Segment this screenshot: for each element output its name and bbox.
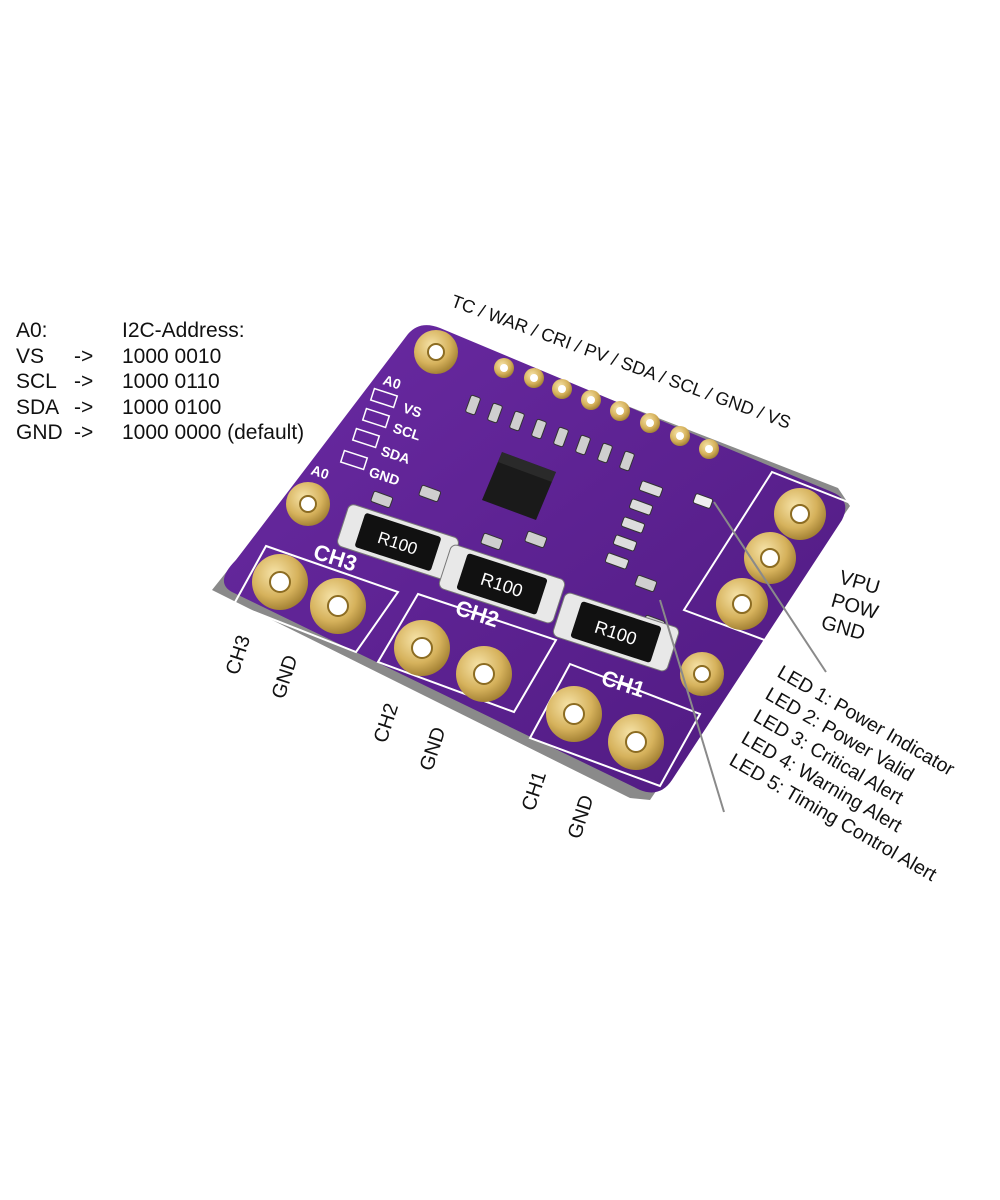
led-column — [605, 480, 714, 570]
header-pins — [494, 358, 719, 459]
power-led-component — [692, 493, 714, 509]
header-a0: A0: — [16, 319, 48, 342]
silk-ch2-box — [376, 592, 558, 714]
mount-hole — [693, 665, 711, 683]
smd-capacitor — [480, 532, 504, 550]
ch3-gnd-hole — [327, 595, 349, 617]
header-pin-hole — [646, 419, 654, 427]
header-i2c-address: I2C-Address: — [122, 319, 245, 342]
jumper-pad — [369, 387, 399, 409]
smd-resistor — [619, 450, 635, 472]
ch2-label: CH2 — [370, 701, 403, 746]
led-2-component — [629, 498, 653, 516]
address-pin: SDA — [16, 395, 60, 419]
address-pin: GND — [16, 421, 63, 444]
header-pin-hole — [530, 374, 538, 382]
ch3-gnd-label: GND — [268, 652, 303, 701]
address-arrow: -> — [74, 370, 94, 393]
silk-vs: VS — [401, 400, 424, 421]
silk-ch1-box — [528, 662, 702, 788]
shunt-resistor-ch3: R100 — [337, 504, 459, 580]
pad-group — [252, 330, 826, 770]
mount-hole — [299, 495, 317, 513]
address-value: 1000 0010 — [122, 344, 222, 368]
mount-hole — [427, 343, 445, 361]
header-pin-hole — [500, 364, 508, 372]
shunt-resistor-ch2: R100 — [438, 544, 566, 624]
jumper-pad — [351, 427, 381, 449]
silk-power-box — [682, 470, 860, 644]
ch1-gnd-hole — [625, 731, 647, 753]
address-arrow: -> — [74, 421, 94, 444]
jumper-pad — [339, 449, 369, 471]
address-value: 1000 0100 — [122, 395, 222, 419]
silk-ch3-box — [232, 544, 400, 654]
header-pin-hole — [676, 432, 684, 440]
pow-hole — [760, 548, 780, 568]
smd-resistor — [509, 410, 525, 432]
smd-capacitor — [418, 484, 442, 502]
ch3-label: CH3 — [222, 633, 255, 678]
jumper-pad — [361, 407, 391, 429]
led-5-component — [605, 552, 629, 570]
ina3221-chip — [482, 452, 556, 520]
gnd-power-hole — [732, 594, 752, 614]
shunt-resistor-ch1: R100 — [552, 592, 680, 672]
led-4-component — [613, 534, 637, 552]
ch2-hole — [411, 637, 433, 659]
header-pin-hole — [705, 445, 713, 453]
led-callout-lines — [659, 501, 827, 813]
address-pin: SCL — [16, 370, 57, 393]
smd-resistor — [487, 402, 503, 424]
header-pin-hole — [616, 407, 624, 415]
smd-capacitor — [524, 530, 548, 548]
address-value: 1000 0000 (default) — [122, 421, 305, 444]
smd-resistor — [575, 434, 591, 456]
header-pin-hole — [558, 385, 566, 393]
ch1-hole — [563, 703, 585, 725]
silk-a0-top: A0 — [381, 372, 403, 393]
led-1-component — [639, 480, 663, 498]
smd-resistor — [597, 442, 613, 464]
smd-capacitor — [370, 490, 394, 508]
header-pin-hole — [587, 396, 595, 404]
smd-capacitor — [634, 574, 658, 592]
ch3-hole — [269, 571, 291, 593]
callout-line-1 — [713, 501, 827, 673]
address-arrow: -> — [74, 344, 94, 368]
ch1-gnd-label: GND — [564, 792, 599, 841]
address-arrow: -> — [74, 395, 94, 419]
ch2-gnd-label: GND — [416, 724, 451, 773]
ch2-gnd-hole — [473, 663, 495, 685]
vpu-hole — [790, 504, 810, 524]
callout-line-2 — [659, 599, 725, 813]
smd-resistor — [531, 418, 547, 440]
led-3-component — [621, 516, 645, 534]
silk-a0-bottom: A0 — [309, 462, 331, 483]
address-pin: VS — [16, 344, 45, 368]
silk-a0-jumpers: A0 VS SCL SDA GND A0 — [309, 372, 424, 489]
smd-resistor — [465, 394, 481, 416]
address-value: 1000 0110 — [122, 370, 220, 393]
smd-resistor — [553, 426, 569, 448]
ch1-label: CH1 — [518, 769, 551, 814]
